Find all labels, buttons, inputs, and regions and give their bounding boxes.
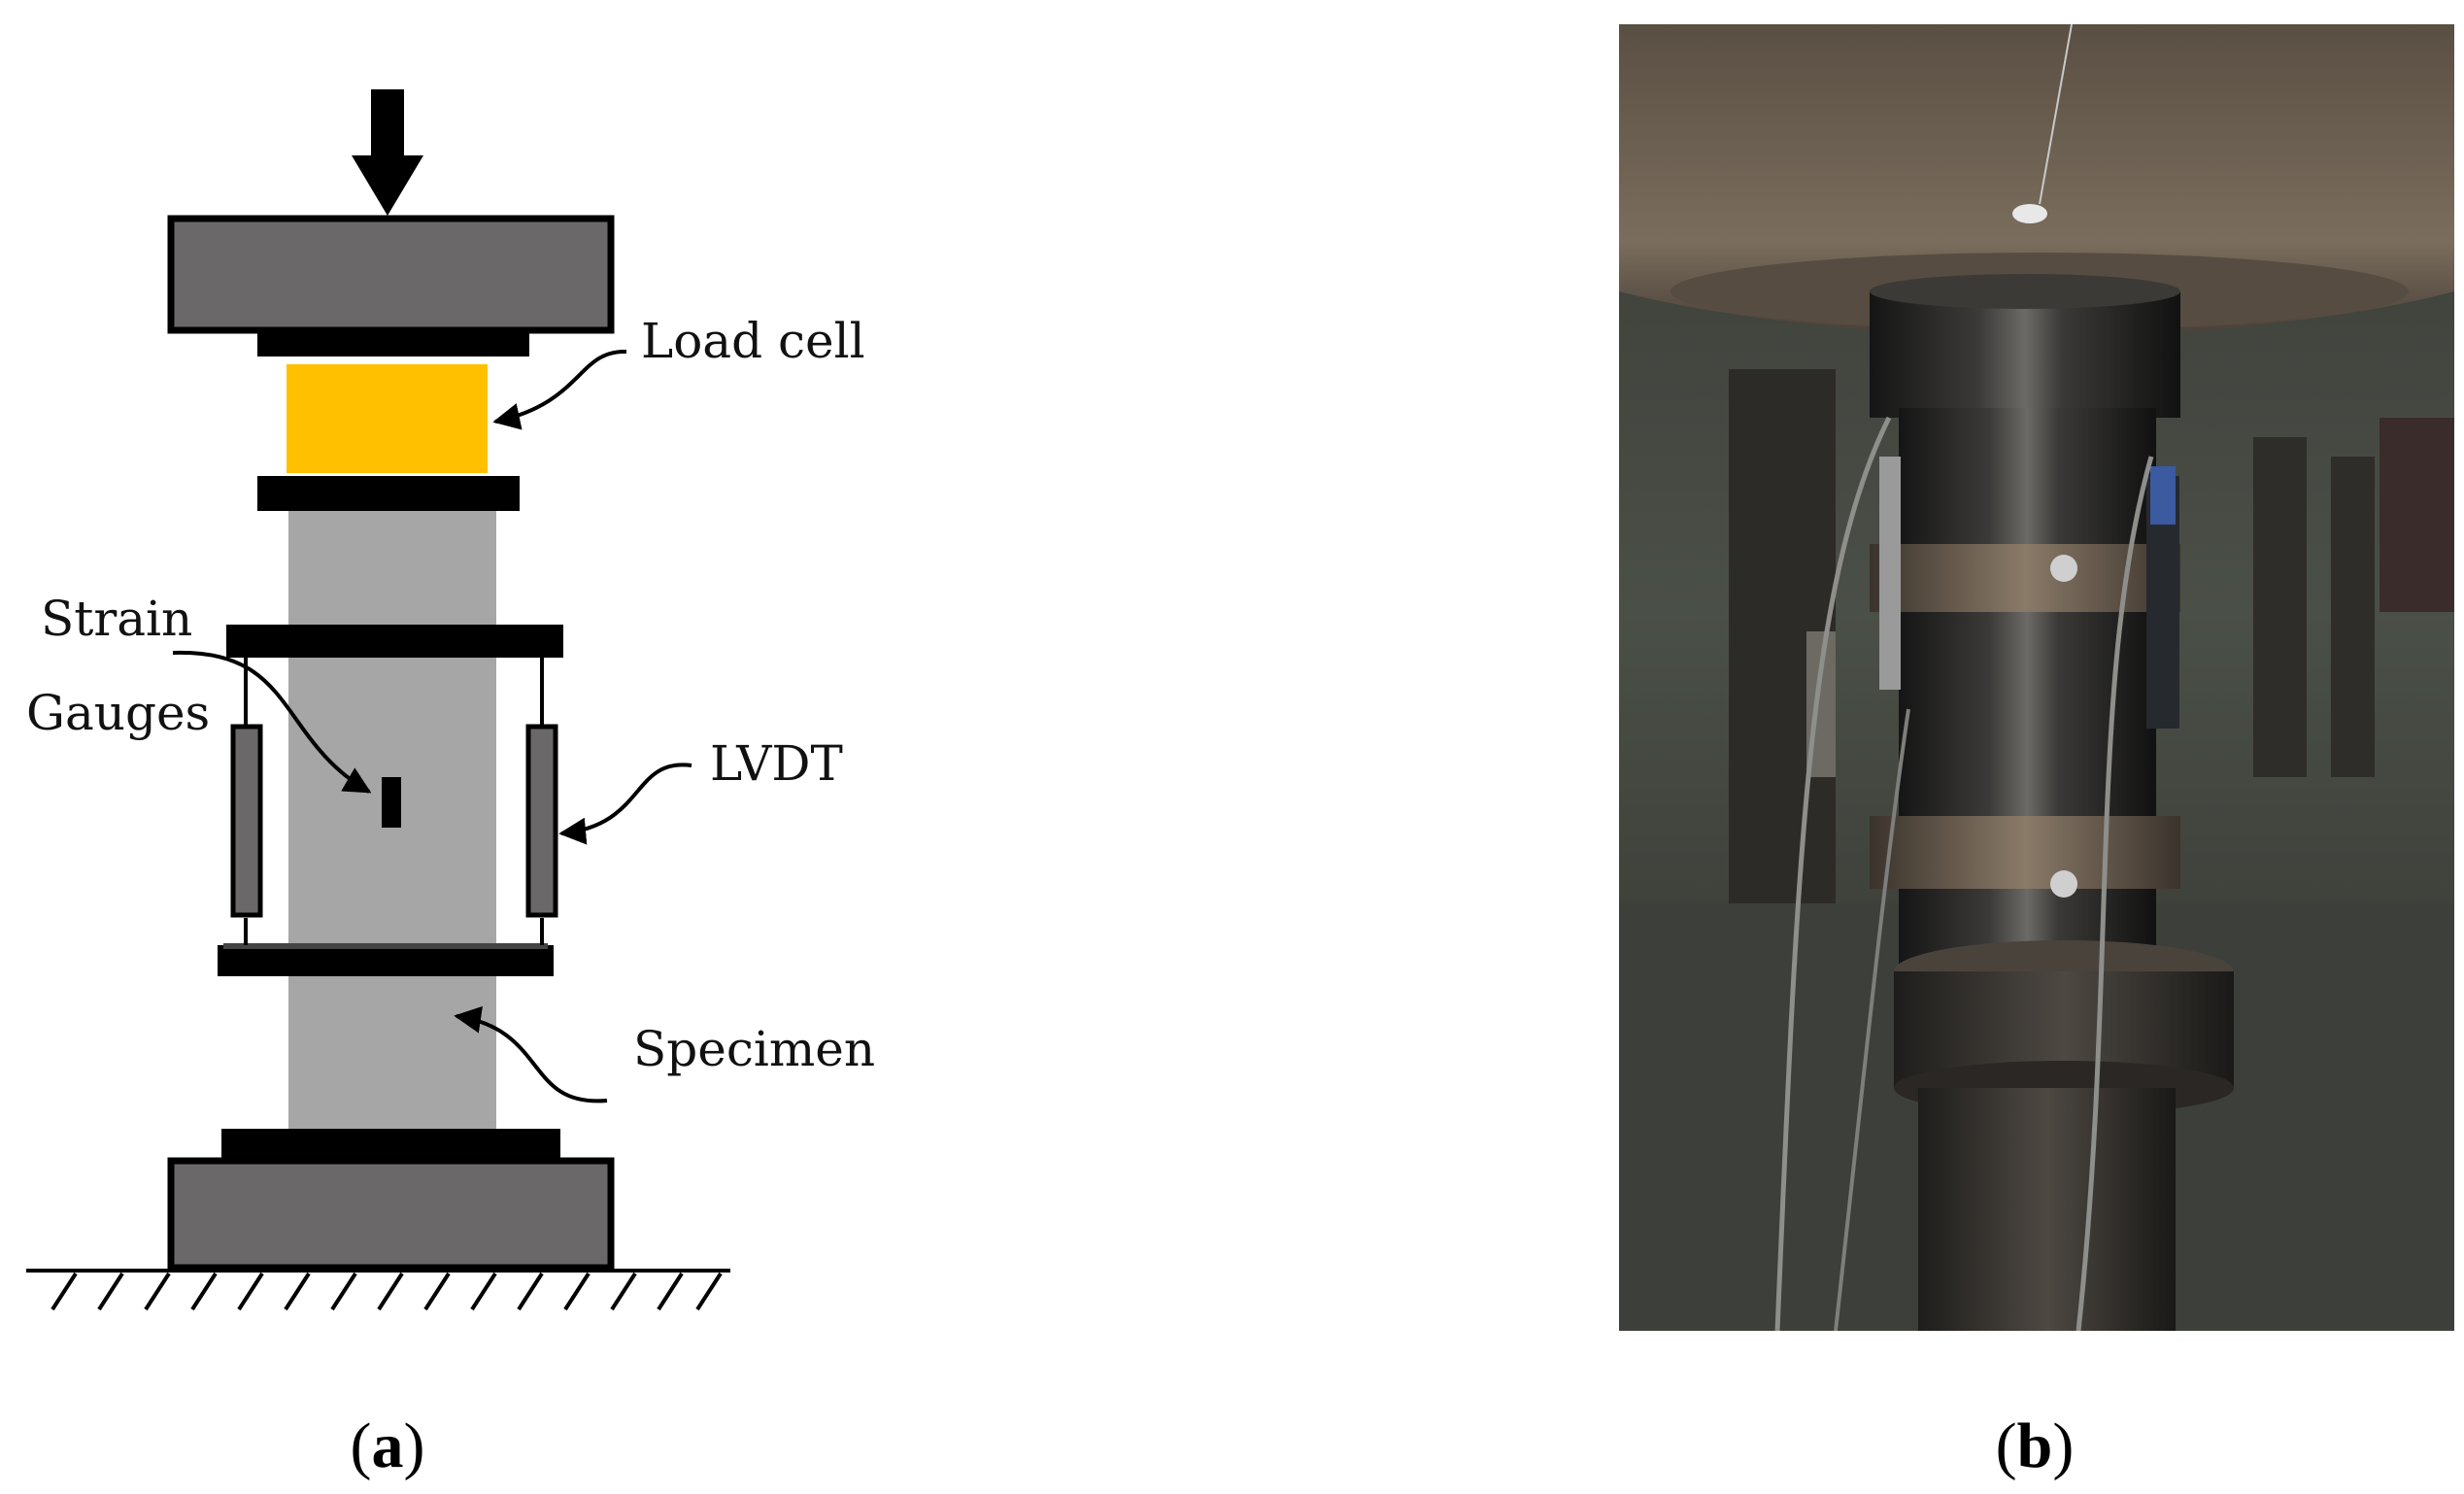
load-arrow-icon <box>352 89 423 216</box>
lvdt-label: LVDT <box>710 735 843 792</box>
caption-a: (a) <box>351 1410 425 1481</box>
specimen-leader <box>454 1005 608 1104</box>
strain-label: Strain <box>41 591 192 647</box>
lvdt-left <box>230 658 263 945</box>
strain-gauge-leader <box>172 650 372 794</box>
ground-hatch <box>26 1269 730 1311</box>
schematic-panel: Load cell Strain Gauges LVDT Specimen (a… <box>26 89 875 1481</box>
test-photo <box>1619 24 2454 1331</box>
load-cell-plate <box>257 476 520 511</box>
load-cell-label: Load cell <box>641 313 865 369</box>
top-platen <box>167 215 615 334</box>
bottom-platen <box>167 1157 615 1272</box>
lvdt-right <box>525 658 558 945</box>
bottom-platen-plate <box>221 1129 560 1161</box>
strain-gauge <box>382 777 401 828</box>
lvdt-leader <box>558 763 692 845</box>
upper-clamp <box>226 625 563 658</box>
load-cell <box>287 364 488 473</box>
caption-b: (b) <box>1996 1410 2075 1481</box>
specimen-label: Specimen <box>633 1021 875 1077</box>
top-platen-plate <box>257 330 529 357</box>
gauges-label: Gauges <box>26 685 210 741</box>
lower-clamp <box>218 945 554 976</box>
load-cell-leader <box>492 349 627 430</box>
